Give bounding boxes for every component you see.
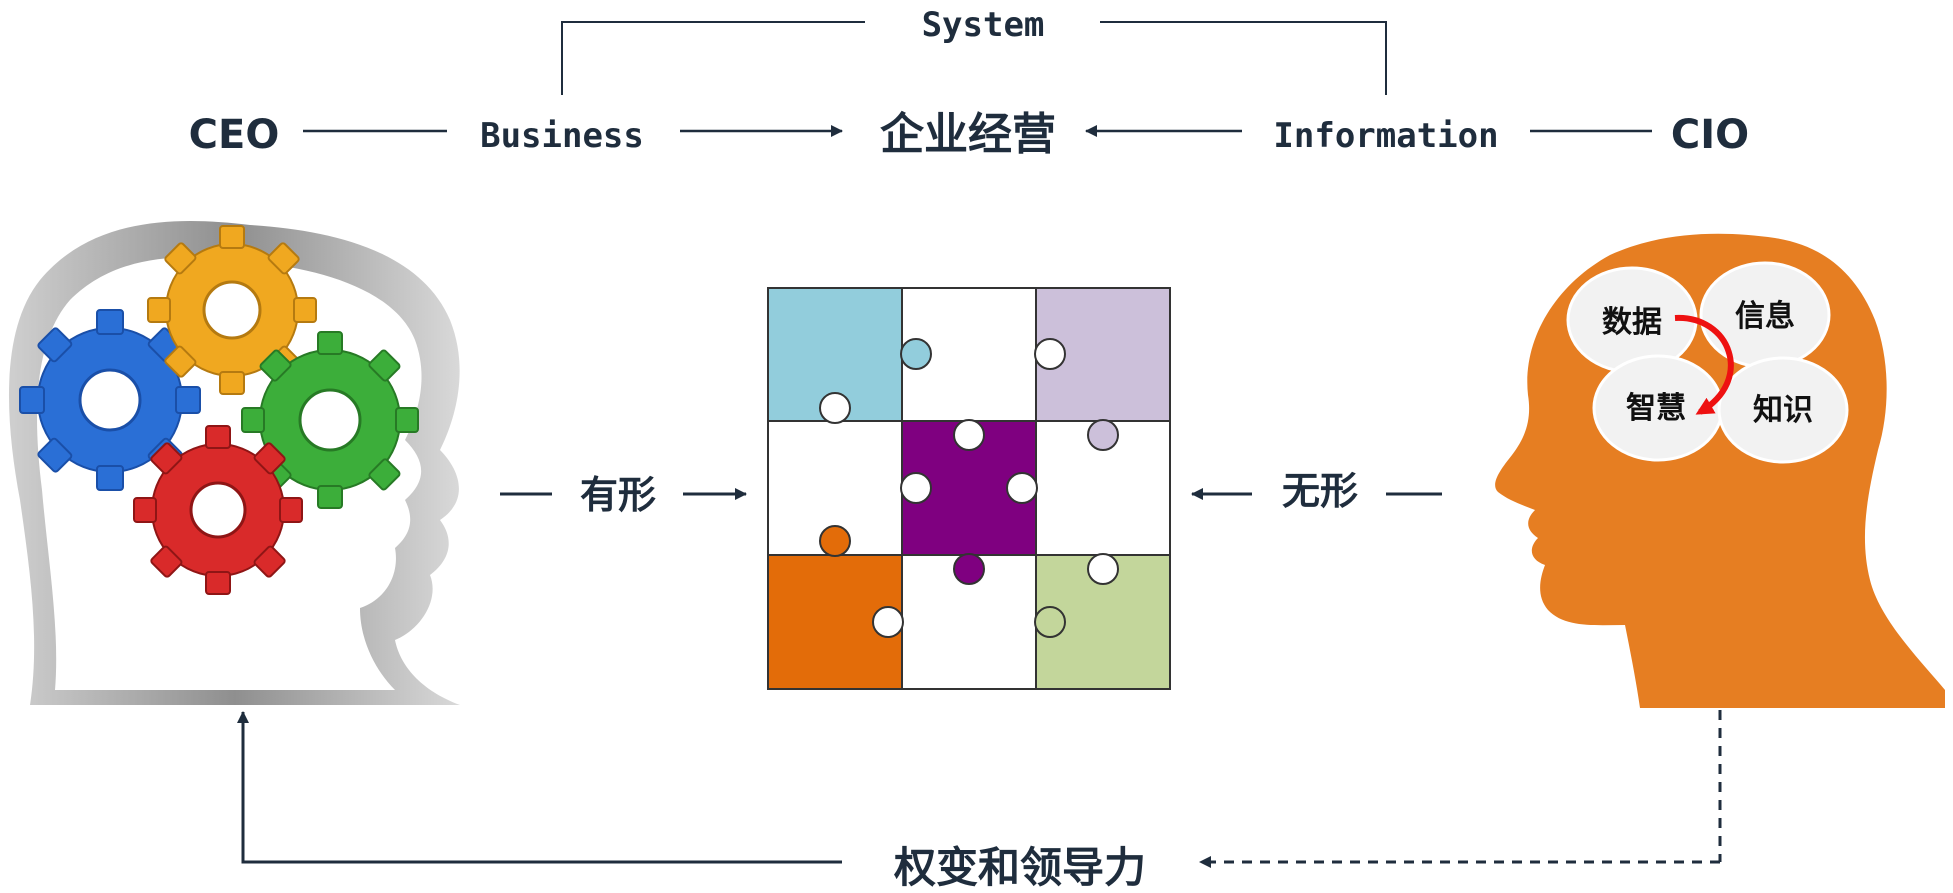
intangible-label: 无形 — [1282, 468, 1358, 513]
business-label: Business — [480, 116, 644, 156]
bubble-information-label: 信息 — [1735, 299, 1795, 334]
tangible-label: 有形 — [580, 472, 656, 517]
puzzle-grid — [767, 287, 1171, 690]
green-gear-icon — [241, 331, 419, 509]
knowledge-head-illustration: 数据 信息 智慧 知识 — [1495, 233, 1945, 709]
blue-gear-icon — [19, 309, 201, 491]
bubble-knowledge — [1717, 356, 1849, 464]
knowledge-cycle-arrow — [1674, 314, 1734, 415]
center-label: 企业经营 — [880, 109, 1056, 160]
puzzle-knobs — [819, 338, 1119, 638]
red-gear-icon — [133, 425, 303, 595]
bubble-data-label: 数据 — [1602, 305, 1662, 340]
gear-head-illustration — [8, 220, 461, 705]
information-label: Information — [1273, 116, 1498, 156]
leadership-to-left-head-arrow — [237, 711, 842, 864]
system-label: System — [922, 5, 1045, 45]
bubble-knowledge-label: 知识 — [1753, 393, 1813, 428]
yellow-gear-icon — [147, 225, 317, 395]
ceo-label: CEO — [189, 112, 280, 158]
cio-label: CIO — [1671, 112, 1749, 158]
leadership-label: 权变和领导力 — [893, 843, 1146, 892]
bubble-wisdom-label: 智慧 — [1626, 391, 1686, 426]
system-bracket — [561, 21, 1387, 95]
